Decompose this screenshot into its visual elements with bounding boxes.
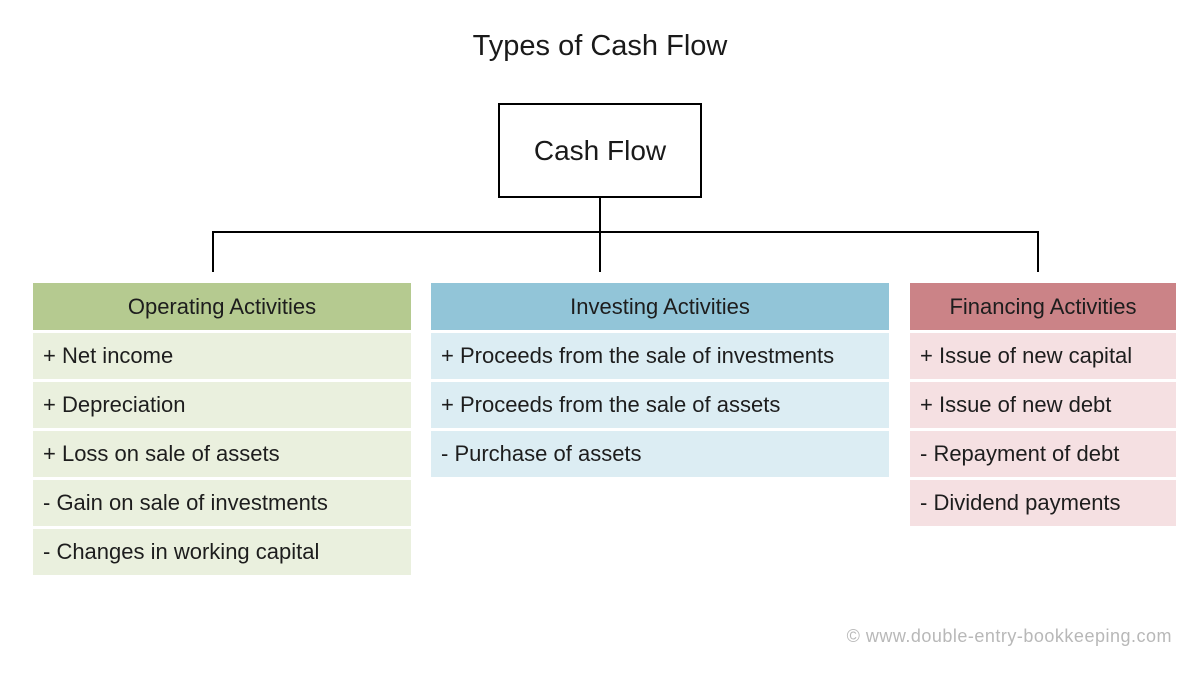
- column-header-financing: Financing Activities: [910, 283, 1176, 330]
- connector-drop-operating: [212, 231, 214, 272]
- column-investing-activities: Investing Activities + Proceeds from the…: [431, 283, 889, 477]
- list-item-operating: + Net income: [33, 333, 411, 379]
- list-item-operating: - Gain on sale of investments: [33, 480, 411, 526]
- list-item-operating: + Depreciation: [33, 382, 411, 428]
- list-item-financing: + Issue of new debt: [910, 382, 1176, 428]
- list-item-operating: - Changes in working capital: [33, 529, 411, 575]
- root-node-label: Cash Flow: [533, 134, 667, 166]
- copyright-notice: © www.double-entry-bookkeeping.com: [846, 626, 1172, 646]
- list-item-financing: - Dividend payments: [910, 480, 1176, 526]
- list-item-investing: + Proceeds from the sale of investments: [431, 333, 889, 379]
- column-header-operating: Operating Activities: [33, 283, 411, 330]
- list-item-financing: - Repayment of debt: [910, 431, 1176, 477]
- list-item-investing: - Purchase of assets: [431, 431, 889, 477]
- connector-root-stem: [599, 198, 601, 233]
- connector-horizontal-rail: [212, 231, 1039, 233]
- connector-drop-investing: [599, 231, 601, 272]
- column-header-investing: Investing Activities: [431, 283, 889, 330]
- diagram-title: Types of Cash Flow: [472, 30, 728, 62]
- root-node-cash-flow: Cash Flow: [498, 103, 702, 198]
- list-item-investing: + Proceeds from the sale of assets: [431, 382, 889, 428]
- connector-drop-financing: [1037, 231, 1039, 272]
- list-item-financing: + Issue of new capital: [910, 333, 1176, 379]
- list-item-operating: + Loss on sale of assets: [33, 431, 411, 477]
- column-financing-activities: Financing Activities + Issue of new capi…: [910, 283, 1176, 526]
- column-operating-activities: Operating Activities + Net income + Depr…: [33, 283, 411, 575]
